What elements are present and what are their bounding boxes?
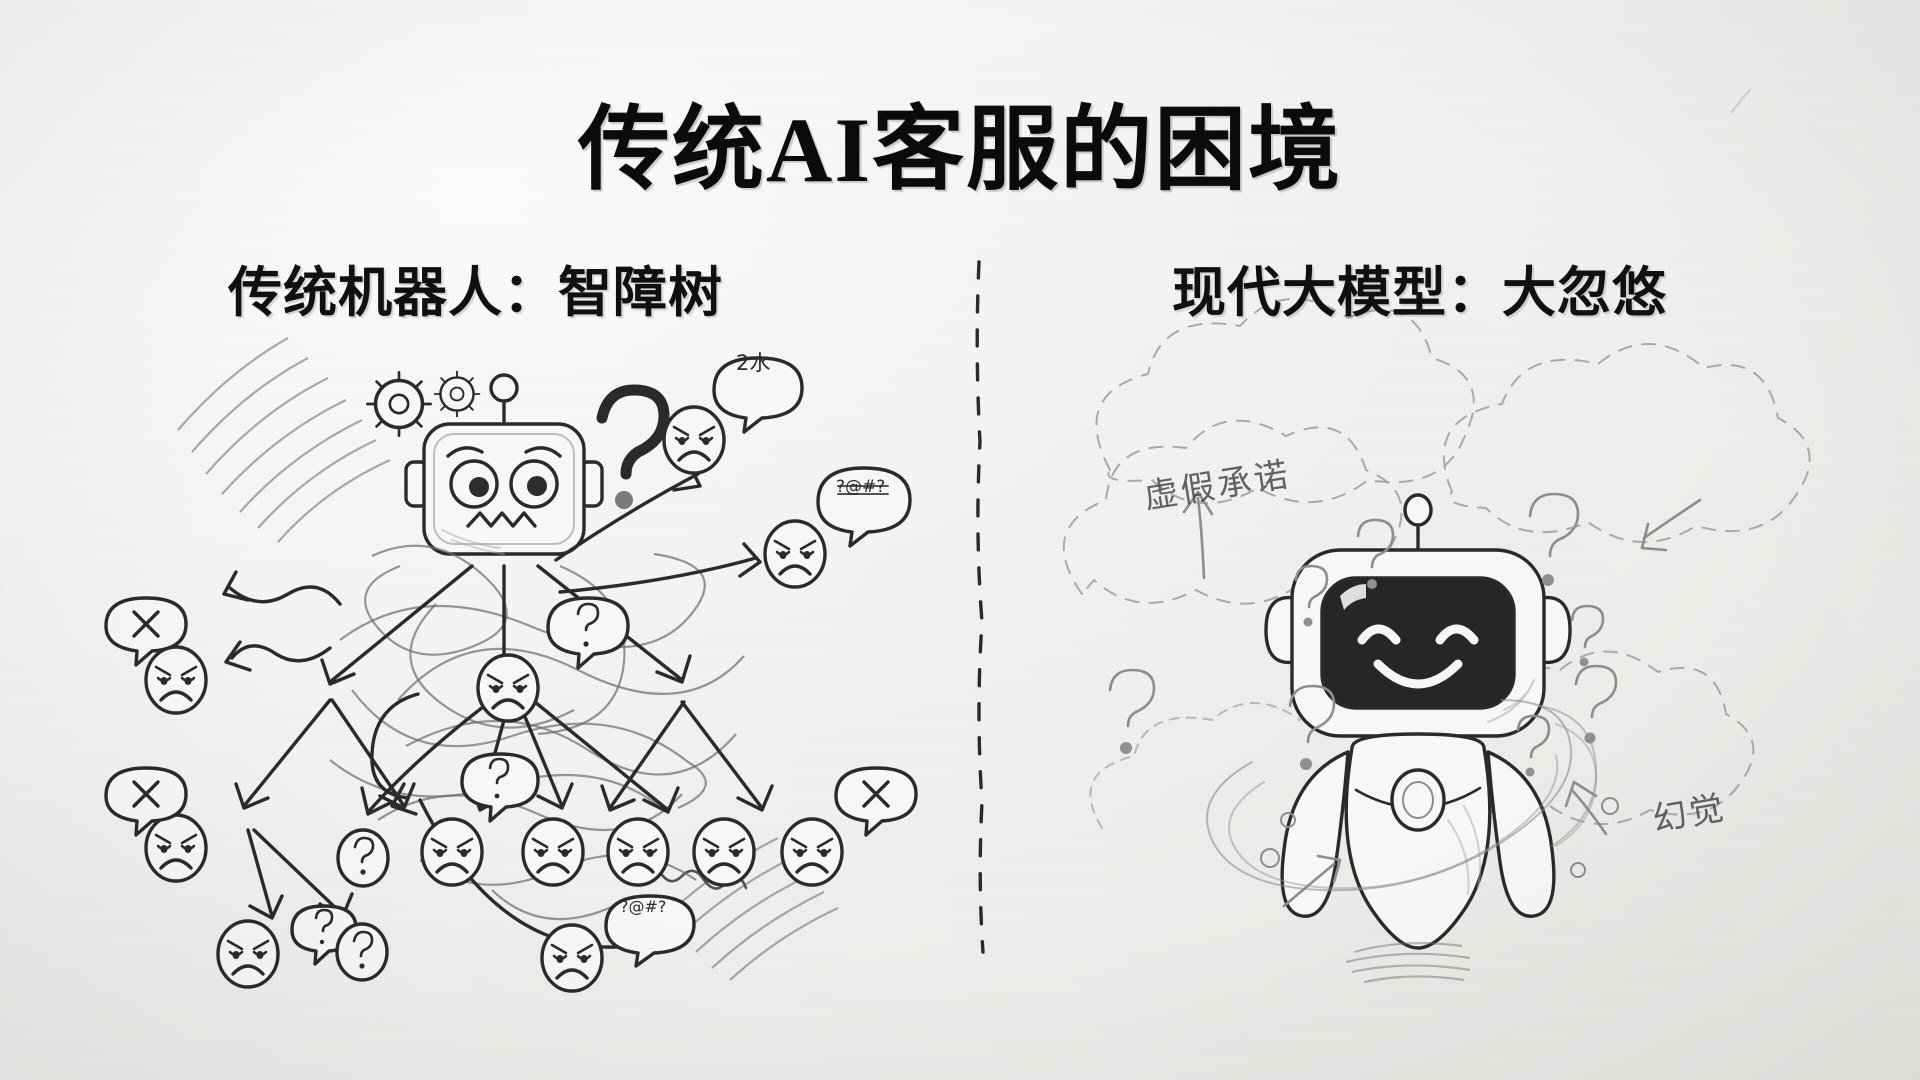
angry-face-icon — [144, 813, 208, 883]
question-mark-icon — [1356, 518, 1395, 589]
annotation-arrow — [1564, 780, 1608, 836]
question-circle-icon — [335, 922, 389, 982]
speech-bubble-x — [104, 766, 188, 837]
speech-bubble: 2水 — [712, 351, 804, 434]
bubble-text: 2水 — [736, 351, 770, 375]
question-mark-icon — [1294, 564, 1329, 627]
gear-icon — [433, 370, 481, 418]
ground-shadow — [1345, 941, 1471, 984]
stray-pencil-mark — [1731, 89, 1751, 113]
question-mark-icon — [1574, 664, 1618, 744]
angry-face-icon — [662, 405, 726, 475]
hallucination-cloud — [1089, 702, 1301, 829]
question-mark-icon — [1288, 684, 1336, 770]
leaf-node-group: 2水 ?@#? — [104, 351, 918, 993]
gear-icon — [365, 370, 433, 438]
question-circle-icon — [336, 828, 390, 888]
angry-face-icon — [144, 645, 208, 715]
angry-face-icon — [476, 653, 540, 723]
vertical-dashed-divider — [975, 260, 985, 954]
question-mark-icon — [1108, 668, 1156, 754]
annotation-arrow — [1640, 498, 1702, 552]
page-title: 传统AI客服的困境 — [577, 99, 1343, 201]
question-mark-icon — [1528, 492, 1580, 586]
right-panel-hallucinating-robot — [1062, 297, 1811, 984]
panel-right-subtitle: 现代大模型：大忽悠 — [1172, 263, 1667, 323]
confused-robot-head — [404, 373, 604, 556]
speech-bubble-q — [546, 596, 630, 670]
angry-face-icon — [216, 919, 280, 989]
angry-face-icon — [540, 923, 604, 993]
speech-bubble-x — [104, 596, 188, 667]
speech-bubble: ?@#? — [604, 894, 696, 968]
angry-face-icon — [763, 519, 827, 589]
question-mark-icon — [1516, 714, 1551, 777]
question-mark-icon — [1570, 604, 1605, 667]
speech-bubble: ?@#? — [816, 466, 912, 548]
bubble-text: ?@#? — [836, 477, 885, 497]
panel-left-subtitle: 传统机器人：智障树 — [228, 263, 723, 323]
left-panel-decision-tree: 2水 ?@#? — [104, 337, 918, 993]
bubble-text: ?@#? — [620, 897, 666, 916]
annotation-arrow — [1282, 854, 1342, 908]
annotation-arrow — [1182, 490, 1214, 580]
angry-face-icon — [420, 817, 484, 887]
speech-bubble-x — [834, 766, 918, 837]
angry-face-icon — [780, 817, 844, 887]
hatch-scribble-upper-left — [177, 337, 391, 543]
dizzy-swirl — [1206, 699, 1598, 892]
hallucination-cloud — [1095, 297, 1475, 505]
hallucination-cloud — [1062, 419, 1403, 605]
hallucination-cloud — [1442, 343, 1811, 543]
speech-bubble-q — [460, 752, 540, 823]
smiling-robot — [1264, 493, 1572, 950]
question-mark-icon — [596, 384, 670, 509]
angry-face-icon — [692, 817, 756, 887]
angry-face-icon — [521, 817, 585, 887]
angry-face-icon — [606, 817, 670, 887]
